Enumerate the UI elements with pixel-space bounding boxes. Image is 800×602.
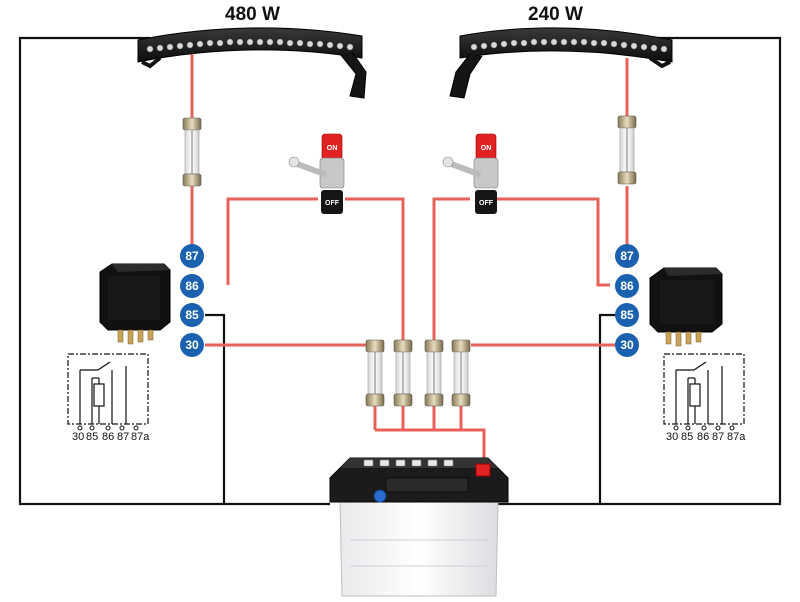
fuse-icon	[451, 339, 471, 407]
battery-icon	[329, 457, 509, 597]
pin-badge-85: 85	[615, 303, 639, 327]
lightbar-right-title: 240 W	[528, 4, 583, 25]
pin-badge-30: 30	[180, 333, 204, 357]
svg-text:86: 86	[185, 279, 199, 293]
switch-off-label: OFF	[479, 200, 494, 207]
schematic-pin-87: 87	[712, 431, 724, 443]
switch-on-label: ON	[481, 145, 492, 152]
toggle-switch-left[interactable]: ON OFF	[288, 133, 345, 214]
schematic-pin-85: 85	[681, 431, 693, 443]
fuse-icon	[182, 117, 202, 187]
switch-off-label: OFF	[325, 200, 340, 207]
fuse-icon	[617, 115, 637, 185]
fuse-icon	[365, 339, 385, 407]
schematic-pin-86: 86	[102, 431, 114, 443]
svg-text:87: 87	[620, 249, 634, 263]
schematic-pin-87a: 87a	[727, 431, 746, 443]
toggle-switch-right[interactable]: ON OFF	[442, 133, 499, 214]
schematic-pin-30: 30	[72, 431, 84, 443]
switch-on-label: ON	[327, 145, 338, 152]
positive-wires	[190, 52, 629, 470]
light-bar-icon	[449, 27, 673, 99]
pin-badge-30: 30	[615, 333, 639, 357]
relay-pins-right: 87 86 85 30	[615, 244, 639, 357]
pin-badge-87: 87	[180, 244, 204, 268]
svg-text:85: 85	[620, 308, 634, 322]
relay-pins-left: 87 86 85 30	[180, 244, 204, 357]
svg-text:30: 30	[185, 338, 199, 352]
schematic-pin-85: 85	[86, 431, 98, 443]
schematic-pin-87: 87	[117, 431, 129, 443]
pin-badge-85: 85	[180, 303, 204, 327]
svg-text:85: 85	[185, 308, 199, 322]
light-bar-icon	[137, 27, 367, 99]
fuse-icon	[424, 339, 444, 407]
schematic-pin-30: 30	[666, 431, 678, 443]
svg-text:86: 86	[620, 279, 634, 293]
lightbar-left-title: 480 W	[225, 4, 280, 25]
relay-schematic-right: 30 85 86 87 87a	[663, 353, 746, 443]
svg-text:30: 30	[620, 338, 634, 352]
relay-schematic-left: 30 85 86 87 87a	[67, 353, 150, 443]
schematic-pin-86: 86	[697, 431, 709, 443]
relay-icon	[649, 267, 723, 347]
relay-icon	[99, 263, 171, 345]
pin-badge-87: 87	[615, 244, 639, 268]
fuse-bank	[365, 339, 471, 407]
ground-wires	[18, 36, 782, 506]
schematic-pin-87a: 87a	[131, 431, 150, 443]
fuse-icon	[393, 339, 413, 407]
pin-badge-86: 86	[615, 274, 639, 298]
pin-badge-86: 86	[180, 274, 204, 298]
svg-text:87: 87	[185, 249, 199, 263]
